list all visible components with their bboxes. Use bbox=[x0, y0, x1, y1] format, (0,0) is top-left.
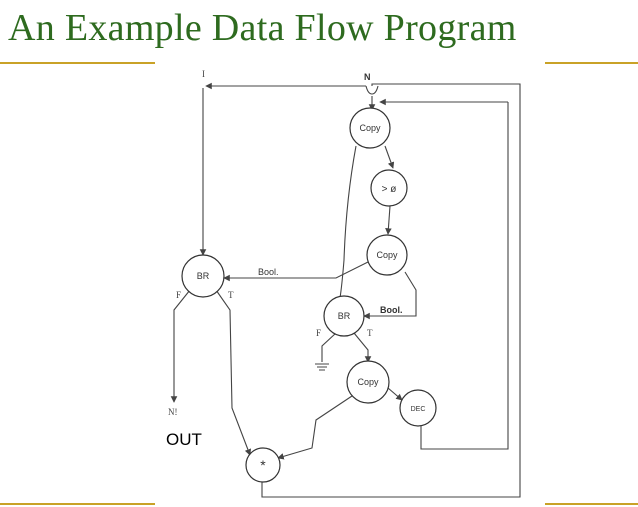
wire-br-mid-true bbox=[353, 332, 372, 363]
title-rule-right bbox=[545, 62, 638, 64]
footer-rule-right bbox=[545, 503, 638, 505]
br-mid-t-port: T bbox=[367, 328, 373, 338]
greater-than-zero-label: > ø bbox=[382, 184, 397, 195]
copy-node-1: Copy bbox=[349, 107, 391, 149]
wire-br-mid-false bbox=[321, 332, 337, 362]
output-symbol: N! bbox=[168, 407, 178, 417]
bool-label-left: Bool. bbox=[258, 267, 279, 277]
wire-loop-top bbox=[371, 83, 521, 92]
wire-copy2-to-br-left bbox=[223, 261, 369, 282]
wire-copy3-to-mult bbox=[277, 395, 353, 460]
branch-node-mid-label: BR bbox=[338, 311, 351, 321]
wire-loop-inner bbox=[420, 102, 509, 450]
output-label: OUT bbox=[166, 430, 202, 449]
wire-copy3-to-dec bbox=[387, 387, 403, 401]
multiply-node: * bbox=[245, 447, 281, 483]
copy-node-2-label: Copy bbox=[376, 250, 398, 260]
input-n-label: N bbox=[364, 72, 371, 82]
copy-node-3-label: Copy bbox=[357, 377, 379, 387]
copy-node-2: Copy bbox=[366, 234, 408, 276]
ground-icon bbox=[315, 363, 329, 371]
wire-br-left-true bbox=[215, 289, 252, 456]
input-n-crossover bbox=[365, 85, 379, 95]
bool-label-right: Bool. bbox=[380, 305, 403, 315]
multiply-node-label: * bbox=[260, 457, 266, 473]
wire-gt-to-copy2 bbox=[385, 205, 392, 235]
wire-copy1-to-gt bbox=[384, 145, 395, 169]
decrement-node-label: DEC bbox=[411, 406, 426, 413]
copy-node-1-label: Copy bbox=[359, 123, 381, 133]
greater-than-zero-node: > ø bbox=[370, 169, 408, 207]
wire-br-left-false bbox=[170, 289, 191, 403]
wire-loop-outer bbox=[261, 92, 521, 498]
br-left-t-port: T bbox=[228, 290, 234, 300]
wire-copy2-to-br-mid bbox=[363, 271, 417, 320]
wire-copy1-to-br-mid bbox=[339, 145, 357, 299]
slide-title: An Example Data Flow Program bbox=[8, 7, 517, 49]
copy-node-3: Copy bbox=[346, 360, 390, 404]
branch-node-left: BR bbox=[181, 254, 225, 298]
branch-node-mid: BR bbox=[323, 295, 365, 337]
branch-node-left-label: BR bbox=[197, 271, 210, 281]
br-mid-f-port: F bbox=[316, 328, 321, 338]
decrement-node: DEC bbox=[399, 389, 437, 427]
input-i-label: I bbox=[202, 69, 205, 79]
footer-rule-left bbox=[0, 503, 155, 505]
br-left-f-port: F bbox=[176, 290, 181, 300]
title-rule-left bbox=[0, 62, 155, 64]
